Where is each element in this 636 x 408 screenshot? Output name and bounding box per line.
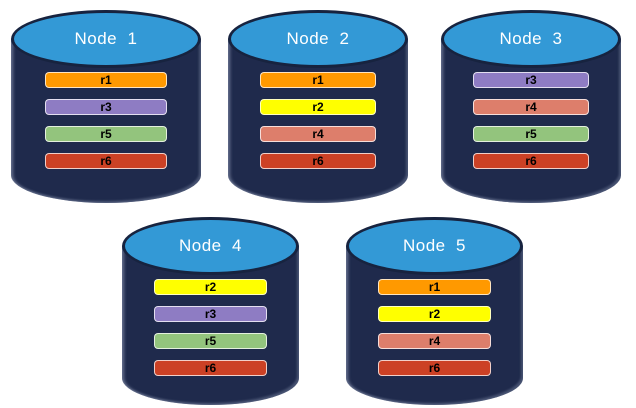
replica-bar-r5: r5 [473, 126, 589, 142]
node-5: Node 5 r1 r2 r4 r6 [346, 217, 523, 405]
replica-bar-r6: r6 [473, 153, 589, 169]
replica-bar-r2: r2 [377, 306, 492, 322]
replica-bar-r4: r4 [473, 99, 589, 115]
database-cylinder-top: Node 3 [441, 10, 621, 68]
replica-bar-r4: r4 [377, 333, 492, 349]
database-cylinder-top: Node 1 [11, 10, 201, 68]
replica-bar-r3: r3 [473, 72, 589, 88]
node-title: Node 3 [499, 28, 563, 48]
replica-bar-r5: r5 [45, 126, 167, 142]
replica-bar-r5: r5 [153, 333, 268, 349]
database-cylinder-top: Node 2 [228, 10, 408, 68]
node-4: Node 4 r2 r3 r5 r6 [122, 217, 299, 405]
replica-bar-r1: r1 [45, 72, 167, 88]
database-cylinder-top: Node 5 [346, 217, 523, 275]
replica-bar-r4: r4 [260, 126, 376, 142]
database-cylinder-top: Node 4 [122, 217, 299, 275]
replica-bar-r6: r6 [260, 153, 376, 169]
replica-bar-r2: r2 [153, 279, 268, 295]
node-title: Node 2 [286, 28, 350, 48]
replica-list: r1 r3 r5 r6 [45, 72, 167, 169]
replica-bar-r6: r6 [377, 360, 492, 376]
replica-bar-r6: r6 [153, 360, 268, 376]
node-3: Node 3 r3 r4 r5 r6 [441, 10, 621, 203]
replica-bar-r3: r3 [45, 99, 167, 115]
node-2: Node 2 r1 r2 r4 r6 [228, 10, 408, 203]
replica-list: r1 r2 r4 r6 [260, 72, 376, 169]
replica-bar-r2: r2 [260, 99, 376, 115]
replica-bar-r1: r1 [260, 72, 376, 88]
node-1: Node 1 r1 r3 r5 r6 [11, 10, 201, 203]
replica-list: r2 r3 r5 r6 [153, 279, 268, 376]
replica-bar-r1: r1 [377, 279, 492, 295]
replica-list: r1 r2 r4 r6 [377, 279, 492, 376]
replica-bar-r3: r3 [153, 306, 268, 322]
node-title: Node 4 [178, 235, 243, 255]
node-title: Node 1 [74, 28, 138, 48]
replica-list: r3 r4 r5 r6 [473, 72, 589, 169]
replica-bar-r6: r6 [45, 153, 167, 169]
node-title: Node 5 [402, 235, 467, 255]
